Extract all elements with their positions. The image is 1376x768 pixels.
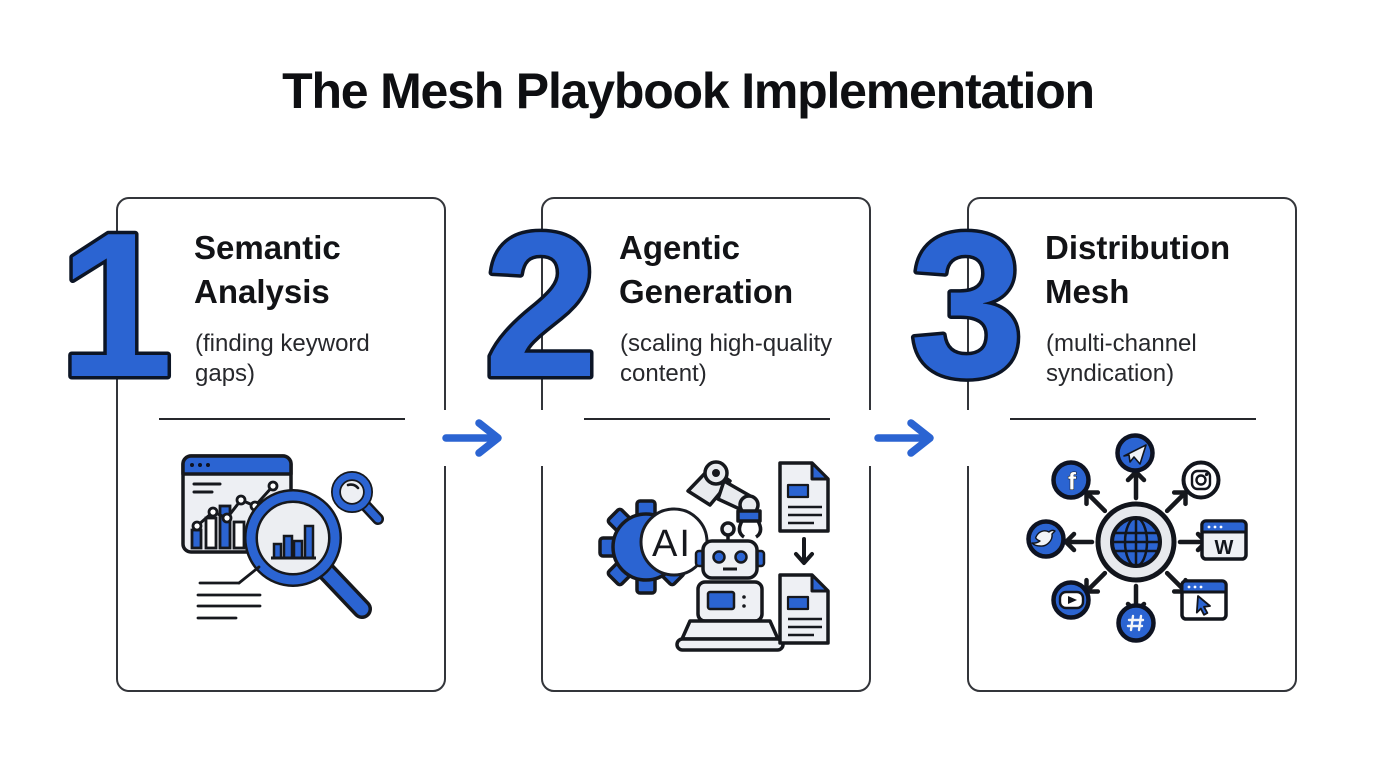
border-gap	[962, 410, 972, 466]
svg-text:W: W	[1215, 537, 1234, 559]
arrow-down-icon	[794, 537, 814, 565]
step-number-2: 2	[480, 223, 602, 393]
svg-text:1: 1	[59, 223, 174, 393]
step-subtitle: (scaling high-quality content)	[620, 330, 833, 388]
svg-text:3: 3	[910, 223, 1025, 393]
step-number-3: 3	[906, 223, 1028, 393]
analytics-search-icon	[161, 452, 401, 657]
arrow-right-icon	[874, 419, 934, 457]
step-number-1: 1	[55, 223, 177, 393]
step-card-agentic-generation: 2 Agentic Generation (scaling high-quali…	[480, 197, 871, 692]
distribution-network-icon: f W	[992, 429, 1272, 669]
note-lines	[196, 565, 262, 620]
document-icon	[778, 573, 830, 645]
facebook-icon: f	[1051, 460, 1091, 500]
youtube-icon	[1051, 580, 1091, 620]
hashtag-icon	[1116, 603, 1156, 643]
robot-arm-icon	[686, 460, 763, 539]
divider	[159, 418, 405, 420]
divider	[1010, 418, 1256, 420]
document-icon	[778, 461, 830, 533]
page-title: The Mesh Playbook Implementation	[282, 63, 1095, 119]
border-gap	[866, 410, 876, 466]
divider	[584, 418, 830, 420]
ai-robot-generation-icon: AI	[576, 449, 836, 684]
instagram-icon	[1181, 460, 1221, 500]
step-title: Semantic Analysis	[194, 229, 341, 310]
step-subtitle: (multi-channel syndication)	[1046, 330, 1197, 388]
telegram-icon	[1115, 433, 1155, 473]
step-subtitle: (finding keyword gaps)	[195, 330, 370, 388]
browser-cursor-icon	[1180, 579, 1228, 621]
magnifier-large-icon	[244, 489, 372, 619]
twitter-icon	[1026, 519, 1066, 559]
gear-icon: AI	[598, 499, 709, 595]
text-lines	[192, 482, 222, 494]
magnifier-small-icon	[331, 471, 384, 525]
step-title: Distribution Mesh	[1045, 229, 1231, 310]
step-card-distribution-mesh: 3 Distribution Mesh (multi-channel syndi…	[906, 197, 1297, 692]
arrow-right-icon	[442, 419, 502, 457]
border-gap	[536, 410, 546, 466]
line-chart	[191, 480, 279, 532]
ai-label: AI	[652, 523, 692, 565]
svg-text:f: f	[1068, 469, 1077, 496]
svg-text:2: 2	[484, 223, 599, 393]
browser-window-icon	[181, 454, 293, 554]
hub-globe-icon	[1095, 501, 1177, 583]
wordpress-site-icon: W	[1200, 519, 1248, 561]
step-card-semantic-analysis: 1 Semantic Analysis (finding keyword gap…	[55, 197, 446, 692]
robot-icon	[675, 521, 785, 652]
step-title: Agentic Generation	[619, 229, 794, 310]
